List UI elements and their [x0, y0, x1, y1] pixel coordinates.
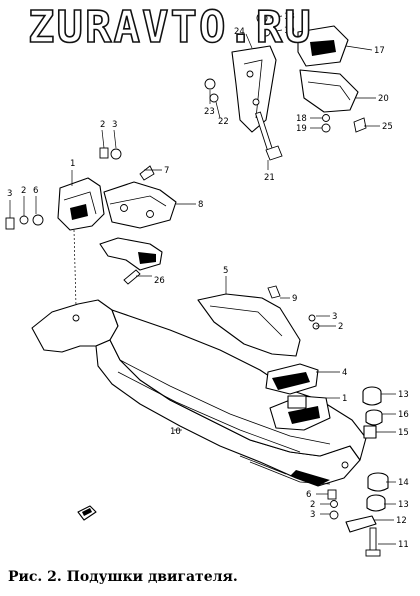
- callout-18-top: 18: [284, 12, 295, 22]
- callout-14: 14: [398, 478, 409, 488]
- callout-20: 20: [378, 94, 389, 104]
- callout-10: 10: [170, 427, 181, 437]
- right-mount-assembly: [197, 285, 331, 431]
- callout-8: 8: [198, 200, 203, 210]
- callout-1-left: 1: [70, 159, 75, 169]
- callout-labels: 1 2 3 3 2 6 7 8 26 5 9 3 2 4 1 13 16 15 …: [7, 12, 409, 550]
- callout-2-left: 2: [21, 186, 26, 196]
- lower-fasteners: [77, 489, 339, 521]
- callout-11: 11: [398, 540, 409, 550]
- callout-19-mid: 19: [296, 124, 307, 134]
- callout-9: 9: [292, 294, 297, 304]
- callout-3-lower: 3: [310, 510, 315, 520]
- callout-3-left: 3: [7, 189, 12, 199]
- left-fastener-stack: [5, 147, 155, 230]
- callout-18-mid: 18: [296, 114, 307, 124]
- callout-5: 5: [223, 266, 228, 276]
- callout-15: 15: [398, 428, 409, 438]
- site-watermark: ZURAVTO.RU: [28, 2, 313, 50]
- callout-6-lower: 6: [306, 490, 311, 500]
- callout-12: 12: [396, 516, 407, 526]
- callout-2-top: 2: [100, 120, 105, 130]
- callout-26: 26: [154, 276, 165, 286]
- callout-16: 16: [398, 410, 409, 420]
- callout-7: 7: [164, 166, 169, 176]
- callout-3-top: 3: [112, 120, 117, 130]
- callout-4: 4: [342, 368, 347, 378]
- callout-25: 25: [382, 122, 393, 132]
- figure-caption: Рис. 2. Подушки двигателя.: [8, 569, 238, 585]
- leader-lines: [9, 15, 396, 545]
- left-mount-bracket: [57, 177, 177, 307]
- callout-22: 22: [218, 117, 229, 127]
- top-mount-group: [204, 12, 367, 161]
- callout-17: 17: [374, 46, 385, 56]
- callout-13-lower: 13: [398, 500, 409, 510]
- callout-23: 23: [204, 107, 215, 117]
- watermark-text: ZURAVTO.RU: [28, 2, 313, 50]
- right-rubber-cushions: [345, 386, 389, 557]
- bracket-26: [99, 237, 163, 285]
- callout-2-lower: 2: [310, 500, 315, 510]
- callout-19-top: 19: [284, 26, 295, 36]
- callout-24: 24: [234, 27, 245, 37]
- callout-13-upper: 13: [398, 390, 409, 400]
- callout-3-mid: 3: [332, 312, 337, 322]
- callout-2-mid: 2: [338, 322, 343, 332]
- callout-1-right: 1: [342, 394, 347, 404]
- callout-6-left: 6: [33, 186, 38, 196]
- callout-21: 21: [264, 173, 275, 183]
